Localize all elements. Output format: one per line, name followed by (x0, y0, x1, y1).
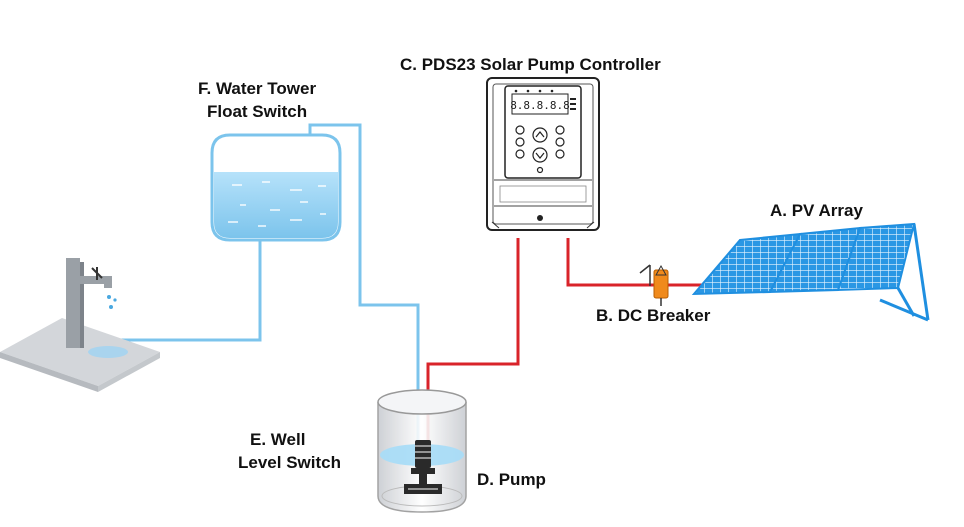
water-tower (210, 133, 342, 242)
tower-outlet-pipe (110, 238, 262, 342)
water-pipes (110, 123, 420, 440)
controller-display-digits: 8.8.8.8.8 (510, 99, 570, 112)
dc-breaker (639, 264, 669, 306)
pump (404, 440, 442, 494)
label-pv-array: A. PV Array (770, 201, 863, 220)
float-switch-wire (308, 123, 420, 440)
label-pump: D. Pump (477, 470, 546, 489)
label-dc-breaker: B. DC Breaker (596, 306, 711, 325)
power-wires (426, 238, 710, 440)
pump-controller: 8.8.8.8.8 (486, 77, 600, 231)
label-well: E. Well Level Switch (238, 429, 341, 475)
pv-array (691, 222, 930, 322)
breaker-switch-icon (639, 264, 651, 286)
faucet-post (66, 258, 80, 348)
faucet-base (0, 318, 160, 386)
controller-vents (494, 179, 592, 207)
controller-buttons (515, 125, 565, 174)
controller-display (511, 93, 569, 115)
faucet (0, 258, 160, 392)
label-water-tower-line1: F. Water Tower (198, 79, 317, 98)
faucet-handle-icon (91, 267, 103, 280)
label-water-tower: F. Water Tower Float Switch (198, 78, 316, 124)
pv-power-wire (566, 238, 710, 287)
warning-triangle-icon (655, 264, 667, 276)
label-controller: C. PDS23 Solar Pump Controller (400, 55, 661, 74)
label-water-tower-line2: Float Switch (206, 101, 308, 121)
pump-body (415, 440, 431, 468)
label-well-line2: Level Switch (238, 452, 341, 472)
pv-stand (879, 223, 930, 322)
label-well-line1: E. Well (250, 430, 306, 449)
tower-water (214, 172, 338, 238)
controller-indicator-leds (514, 89, 576, 110)
